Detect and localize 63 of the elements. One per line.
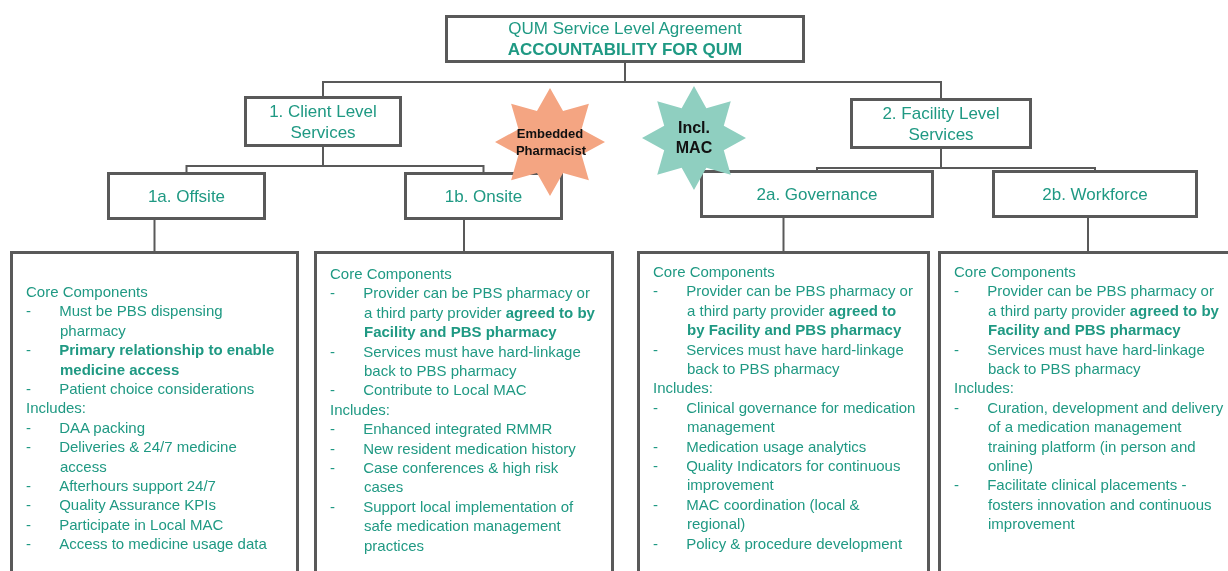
connector-line xyxy=(153,219,156,252)
box-label: 1b. Onsite xyxy=(444,185,523,207)
connector-line xyxy=(322,146,485,173)
bullet-item: - Policy & procedure development xyxy=(653,533,904,554)
section-heading: Includes: xyxy=(330,399,392,420)
bullet-item: - DAA packing xyxy=(26,417,147,438)
connector-line xyxy=(624,62,942,99)
bullet-item: - Facilitate clinical placements - fosters innovation and continuous improvement xyxy=(954,475,1213,534)
box-label: 1. Client Level Services xyxy=(268,100,378,143)
bullet-item: - Case conferences & high risk cases xyxy=(330,458,560,497)
bullet-item: - Clinical governance for medication management xyxy=(653,397,917,437)
bullet-item: - Deliveries & 24/7 medicine access xyxy=(26,437,238,477)
connector-line xyxy=(463,219,465,252)
service-box xyxy=(404,172,563,220)
service-box xyxy=(244,96,402,147)
service-box xyxy=(700,170,934,218)
box-label: 2b. Workforce xyxy=(1042,183,1148,205)
details-panel xyxy=(938,251,1228,571)
bullet-item: - New resident medication history xyxy=(330,438,577,459)
bullet-item: - Services must have hard-linkage back to PBS pharmacy xyxy=(330,341,582,381)
starburst-badge xyxy=(642,86,746,190)
bullet-item: - Enhanced integrated RMMR xyxy=(330,419,554,439)
bullet-item: - Provider can be PBS pharmacy or a third party provider agreed to by Facility and PBS pharmacy xyxy=(330,283,596,342)
bullet-item: - Quality Assurance KPIs xyxy=(26,495,217,515)
bullet-item: - MAC coordination (local & regional) xyxy=(653,494,861,534)
connector-line xyxy=(1087,217,1089,252)
box-label: 1a. Offsite xyxy=(147,185,226,207)
section-heading: Includes: xyxy=(954,378,1016,398)
bullet-item: - Services must have hard-linkage back to PBS pharmacy xyxy=(653,339,905,379)
section-heading: Core Components xyxy=(954,262,1077,282)
bullet-item: - Contribute to Local MAC xyxy=(330,380,528,400)
service-box xyxy=(107,172,266,220)
details-panel xyxy=(314,251,614,571)
box-label: 2a. Governance xyxy=(756,183,878,205)
bullet-item: - Patient choice considerations xyxy=(26,379,256,399)
section-heading: Includes: xyxy=(26,398,88,418)
box-label: QUM Service Level Agreement xyxy=(508,18,742,39)
box-heading: ACCOUNTABILITY FOR QUM xyxy=(507,39,743,60)
service-box xyxy=(445,15,805,63)
bullet-item: - Provider can be PBS pharmacy or a third party provider agreed to by Facility and PBS pharmacy xyxy=(653,281,914,340)
bullet-item: - Participate in Local MAC xyxy=(26,514,225,535)
section-heading: Core Components xyxy=(26,282,149,302)
section-heading: Core Components xyxy=(330,264,453,284)
bullet-item: - Must be PBS dispensing pharmacy xyxy=(26,301,224,341)
bullet-item: - Access to medicine usage data xyxy=(26,534,268,554)
details-panel xyxy=(637,251,930,571)
section-heading: Includes: xyxy=(653,378,715,398)
service-box xyxy=(850,98,1032,149)
bullet-item: - Primary relationship to enable medicine access xyxy=(26,340,276,380)
bullet-item: - Afterhours support 24/7 xyxy=(26,476,217,496)
bullet-item: - Quality Indicators for continuous improvement xyxy=(653,456,902,495)
bullet-item: - Support local implementation of safe medication management practices xyxy=(330,496,575,556)
details-panel xyxy=(10,251,299,571)
section-heading: Core Components xyxy=(653,262,776,282)
service-box xyxy=(992,170,1198,218)
box-label: 2. Facility Level Services xyxy=(881,102,1001,145)
bullet-item: - Services must have hard-linkage back to PBS pharmacy xyxy=(954,339,1206,379)
badge-label: Incl. MAC xyxy=(674,118,714,158)
bullet-item: - Medication usage analytics xyxy=(653,436,868,457)
badge-label: Embedded Pharmacist xyxy=(515,125,585,159)
bullet-item: - Provider can be PBS pharmacy or a third party provider agreed to by Facility and PBS pharmacy xyxy=(954,281,1220,340)
connector-line xyxy=(782,217,785,252)
bullet-item: - Curation, development and delivery of a medication management training platform (in person and online) xyxy=(954,397,1225,476)
